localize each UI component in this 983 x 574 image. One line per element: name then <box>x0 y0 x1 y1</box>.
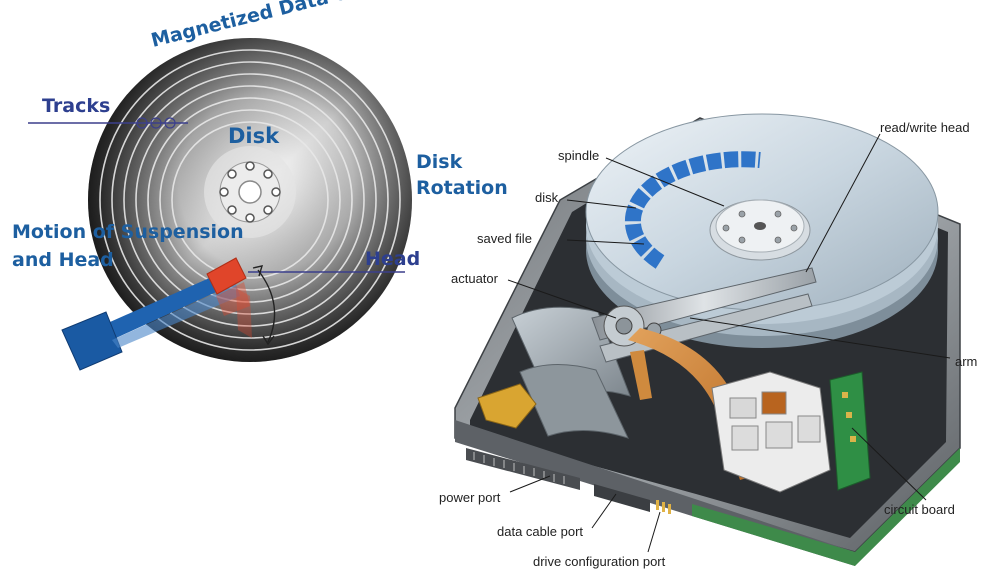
drive-configuration-port-label: drive configuration port <box>533 554 666 569</box>
read-write-head <box>206 257 250 316</box>
tracks-pointer <box>28 117 188 129</box>
motion-label-line1: Motion of Suspension <box>12 221 244 243</box>
yellow-bracket <box>477 383 537 429</box>
power-port-label: power port <box>439 490 501 505</box>
disk-label: Disk <box>228 124 280 148</box>
saved-file-arc <box>624 151 761 269</box>
circuit-board-label: circuit board <box>884 502 955 517</box>
head-label: Head <box>365 248 420 270</box>
rotation-label-line1: Disk <box>416 151 463 173</box>
rear-ports <box>466 448 671 514</box>
track-rings <box>99 49 401 351</box>
disk-component-label: disk <box>535 190 559 205</box>
spindle-label: spindle <box>558 148 599 163</box>
left-disk-diagram: Magnetized Data on disk Tracks Disk Disk… <box>12 0 508 371</box>
rotation-label-line2: Rotation <box>416 177 508 199</box>
actuator-label: actuator <box>451 271 499 286</box>
spindle-hub <box>219 161 281 223</box>
data-cable-port-label: data cable port <box>497 524 583 539</box>
motion-arc-icon <box>252 265 276 346</box>
tracks-label: Tracks <box>42 95 110 117</box>
motion-label-line2: and Head <box>12 249 114 271</box>
white-connector <box>711 371 831 493</box>
hdd-cutaway: spindle disk saved file actuator read/wr… <box>439 113 977 569</box>
spindle-motor <box>709 199 811 261</box>
saved-file-label: saved file <box>477 231 532 246</box>
circuit-board <box>692 371 960 566</box>
read-write-head-label: read/write head <box>880 120 970 135</box>
arm-label: arm <box>955 354 977 369</box>
leader-lines <box>507 133 951 553</box>
suspension-arm <box>61 268 252 371</box>
